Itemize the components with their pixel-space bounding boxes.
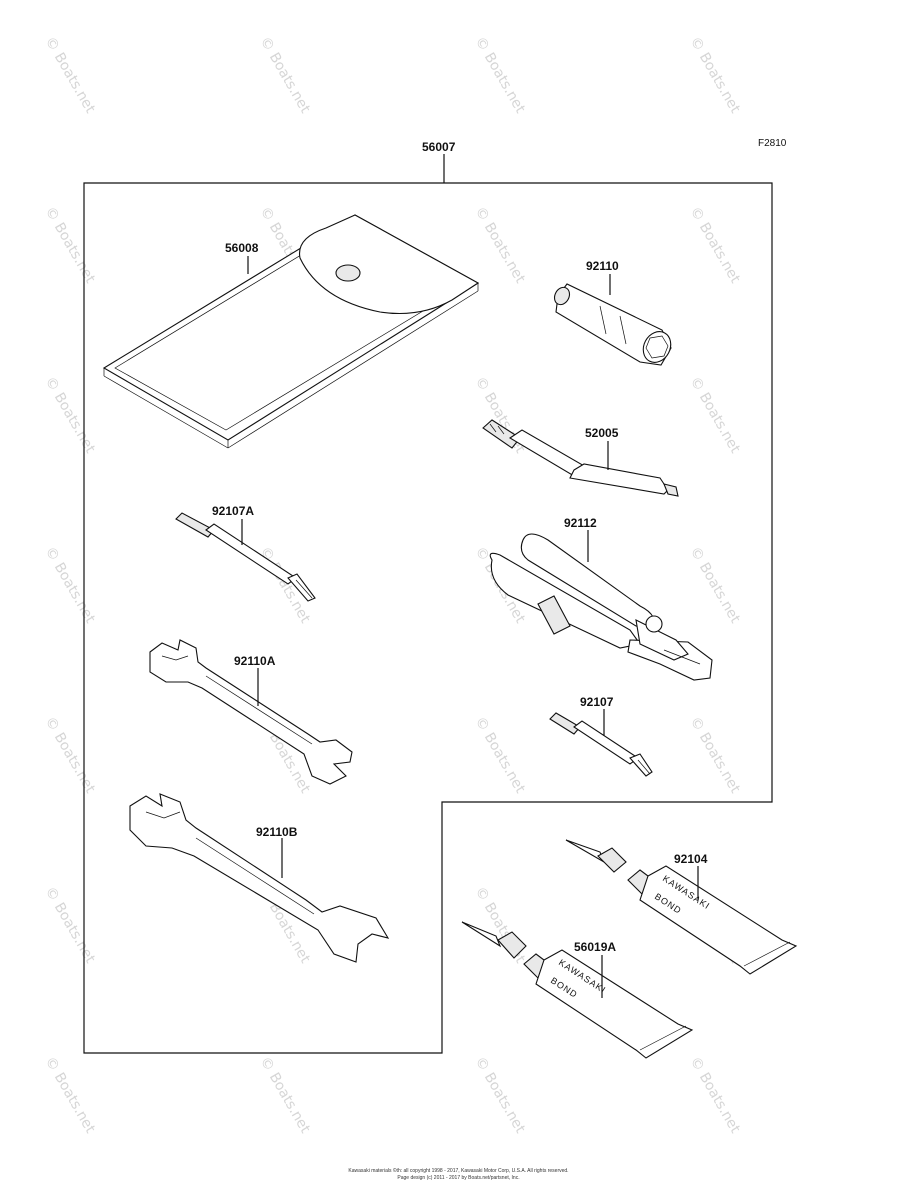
copyright-line-1: Kawasaki materials ©th: all copyright 19… xyxy=(348,1168,569,1174)
watermark: © Boats.net xyxy=(42,34,99,116)
screwdriver-52005[interactable] xyxy=(482,419,679,497)
label-92110A[interactable]: 92110A xyxy=(234,654,276,668)
label-92104[interactable]: 92104 xyxy=(674,852,708,866)
watermark: © Boats.net xyxy=(687,204,744,286)
figure-code: F2810 xyxy=(758,138,787,149)
label-56008[interactable]: 56008 xyxy=(225,241,259,255)
watermark: © Boats.net xyxy=(257,34,314,116)
screwdriver-92107A[interactable] xyxy=(175,512,316,602)
label-92110B[interactable]: 92110B xyxy=(256,825,298,839)
watermark: © Boats.net xyxy=(687,544,744,626)
pliers-grip xyxy=(537,595,571,635)
watermark: © Boats.net xyxy=(687,34,744,116)
screwdriver-92107[interactable] xyxy=(549,712,653,777)
pliers-pivot xyxy=(645,615,663,633)
watermark: © Boats.net xyxy=(42,884,99,966)
wrench-92110B[interactable] xyxy=(129,793,390,963)
watermark: © Boats.net xyxy=(42,544,99,626)
watermark: © Boats.net xyxy=(42,374,99,456)
copyright-footer: Kawasaki materials ©th: all copyright 19… xyxy=(0,1168,917,1182)
wrench-92110A[interactable] xyxy=(149,639,353,785)
watermark: © Boats.net xyxy=(42,1054,99,1136)
pouch-snap xyxy=(335,264,361,282)
watermark: © Boats.net xyxy=(257,1054,314,1136)
bond-tube-56019A[interactable]: KAWASAKI BOND xyxy=(461,921,694,1059)
label-92112[interactable]: 92112 xyxy=(564,516,597,530)
watermark: © Boats.net xyxy=(687,714,744,796)
watermark: © Boats.net xyxy=(472,204,529,286)
watermark: © Boats.net xyxy=(472,34,529,116)
label-92107A[interactable]: 92107A xyxy=(212,504,254,518)
label-92107[interactable]: 92107 xyxy=(580,695,614,709)
watermark: © Boats.net xyxy=(42,204,99,286)
label-52005[interactable]: 52005 xyxy=(585,426,619,440)
pliers-92112[interactable] xyxy=(489,533,713,681)
tool-pouch-56008[interactable] xyxy=(102,214,480,449)
watermark: © Boats.net xyxy=(472,1054,529,1136)
watermark: © Boats.net xyxy=(472,884,529,966)
plug-wrench-92110[interactable] xyxy=(552,283,676,367)
kit-label[interactable]: 56007 xyxy=(422,140,456,154)
watermark: © Boats.net xyxy=(472,714,529,796)
watermark: © Boats.net xyxy=(687,1054,744,1136)
watermark: © Boats.net xyxy=(42,714,99,796)
watermarks: © Boats.net © Boats.net © Boats.net © Bo… xyxy=(42,34,744,1136)
copyright-line-2: Page design (c) 2011 - 2017 by Boats.net… xyxy=(397,1175,520,1181)
label-56019A[interactable]: 56019A xyxy=(574,940,616,954)
kit-outline xyxy=(83,182,773,1054)
label-92110[interactable]: 92110 xyxy=(586,259,619,273)
watermark: © Boats.net xyxy=(687,374,744,456)
